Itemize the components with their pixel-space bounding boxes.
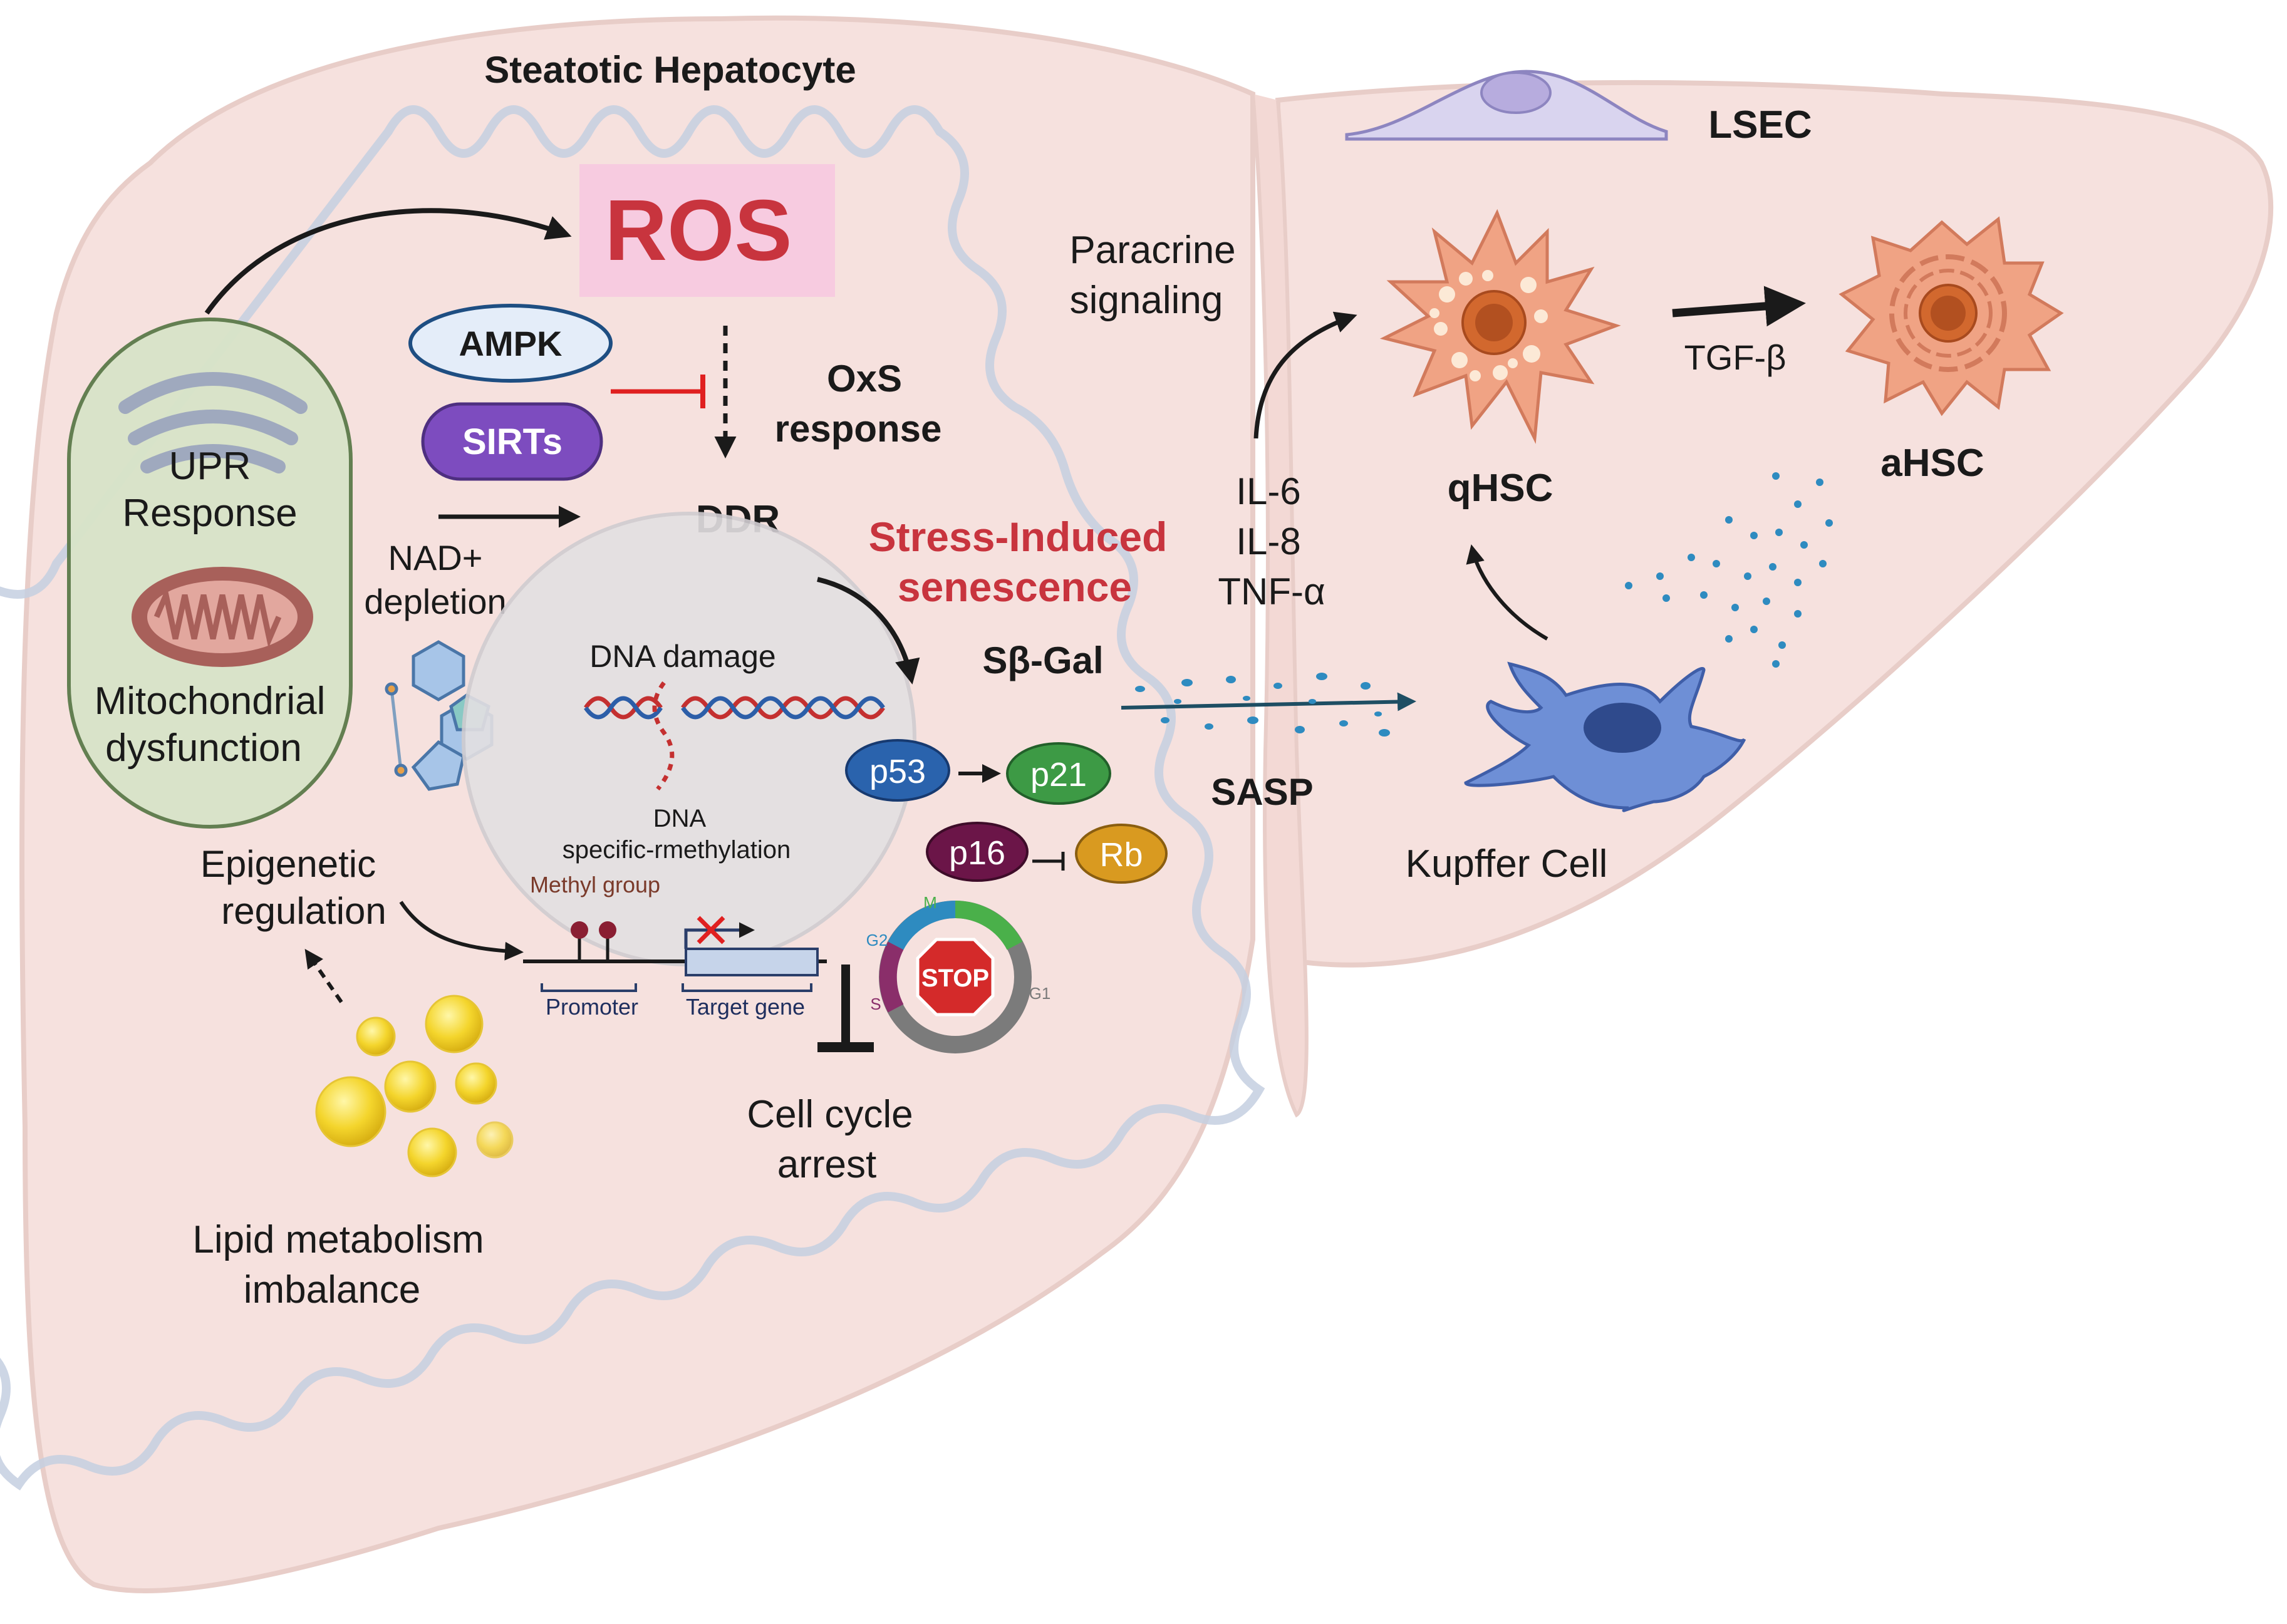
upr-label-2: Response bbox=[122, 492, 297, 535]
oxs-label-2: response bbox=[775, 408, 942, 450]
mito-label-1: Mitochondrial bbox=[95, 680, 326, 723]
phase-g2-label: G2 bbox=[866, 931, 888, 949]
p16-node bbox=[926, 822, 1029, 882]
lipid-droplets-icon bbox=[315, 995, 514, 1177]
p21-label: p21 bbox=[1030, 756, 1087, 794]
kupffer-cell-icon bbox=[1464, 661, 1746, 812]
arrow-to-qhsc bbox=[1253, 311, 1357, 439]
dna-damage-label: DNA damage bbox=[589, 639, 775, 674]
phase-s-label: S bbox=[870, 995, 881, 1013]
dna-methylation-label-1: DNA bbox=[653, 805, 707, 832]
dna-methylation-label-2: specific-rmethylation bbox=[563, 836, 791, 864]
qhsc-label: qHSC bbox=[1448, 467, 1553, 510]
senescence-label-1: Stress-Induced bbox=[869, 514, 1168, 560]
sasp-arrow bbox=[1121, 692, 1416, 711]
gene-diagram bbox=[523, 916, 827, 992]
sasp-dots bbox=[1135, 673, 1390, 737]
cell-cycle-label-1: Cell cycle bbox=[747, 1093, 913, 1136]
ampk-label: AMPK bbox=[459, 324, 563, 363]
qhsc-cell-icon bbox=[1379, 209, 1621, 444]
tnf-label: TNF-α bbox=[1218, 571, 1325, 613]
methyl-group-label: Methyl group bbox=[530, 872, 660, 897]
tgf-label: TGF-β bbox=[1684, 338, 1787, 377]
lsec-label: LSEC bbox=[1708, 103, 1812, 147]
lipid-label-1: Lipid metabolism bbox=[192, 1218, 484, 1261]
sbgal-label: Sβ-Gal bbox=[982, 639, 1103, 681]
kupffer-label: Kupffer Cell bbox=[1406, 842, 1608, 886]
nad-label-1: NAD+ bbox=[388, 538, 483, 577]
il6-label: IL-6 bbox=[1236, 470, 1300, 512]
arrow-lipid-to-epi bbox=[304, 949, 343, 1003]
hepatocyte-title: Steatotic Hepatocyte bbox=[484, 49, 856, 91]
tgf-arrow bbox=[1672, 286, 1806, 327]
ahsc-cell-icon bbox=[1838, 216, 2064, 416]
sirts-node bbox=[421, 402, 603, 481]
arrow-kupffer-to-qhsc bbox=[1466, 544, 1548, 641]
cell-cycle-wheel bbox=[879, 901, 1032, 1053]
lsec-nucleus-icon bbox=[1480, 71, 1552, 114]
oxs-label-1: OxS bbox=[827, 358, 902, 400]
rb-node bbox=[1075, 824, 1168, 884]
ampk-node bbox=[408, 304, 613, 383]
liver-right-lobe bbox=[1275, 80, 2274, 968]
lipid-label-2: imbalance bbox=[244, 1268, 421, 1311]
mito-label-2: dysfunction bbox=[105, 727, 302, 770]
dna-helix-icon bbox=[584, 681, 885, 791]
ahsc-label: aHSC bbox=[1880, 442, 1984, 485]
cell-cycle-label-2: arrest bbox=[777, 1143, 876, 1186]
cytokine-dots bbox=[1625, 472, 1833, 668]
rb-label: Rb bbox=[1099, 836, 1143, 874]
stop-sign-label: STOP bbox=[921, 965, 989, 992]
il8-label: IL-8 bbox=[1236, 520, 1300, 562]
hepatocyte-membrane bbox=[0, 105, 1265, 1491]
sirts-label: SIRTs bbox=[462, 422, 563, 462]
p16-label: p16 bbox=[949, 834, 1005, 872]
ros-box bbox=[579, 164, 835, 297]
falciform-ligament bbox=[1251, 93, 1309, 1118]
nad-label-2: depletion bbox=[364, 582, 506, 621]
ros-label: ROS bbox=[604, 182, 792, 279]
senescence-label-2: senescence bbox=[898, 564, 1132, 610]
phase-g1-label: G1 bbox=[1029, 984, 1051, 1003]
paracrine-label-2: signaling bbox=[1070, 279, 1223, 322]
arrow-upr-to-ros bbox=[204, 208, 572, 315]
mitochondrion-icon bbox=[132, 567, 313, 667]
promoter-label: Promoter bbox=[546, 994, 638, 1020]
p53-label: p53 bbox=[869, 753, 926, 790]
sasp-label: SASP bbox=[1211, 771, 1313, 813]
epigenetic-label-2: regulation bbox=[221, 890, 386, 932]
paracrine-label-1: Paracrine bbox=[1069, 229, 1235, 272]
er-icon bbox=[118, 372, 308, 473]
arrow-epi-to-promoter bbox=[399, 901, 524, 961]
arrow-ddr-to-sbgal bbox=[817, 577, 920, 685]
target-gene-label: Target gene bbox=[686, 994, 805, 1020]
phase-m-label: M bbox=[923, 893, 937, 912]
p21-node bbox=[1006, 742, 1111, 805]
p53-node bbox=[845, 739, 950, 802]
upr-label-1: UPR bbox=[169, 445, 251, 488]
epigenetic-label-1: Epigenetic bbox=[200, 843, 376, 885]
